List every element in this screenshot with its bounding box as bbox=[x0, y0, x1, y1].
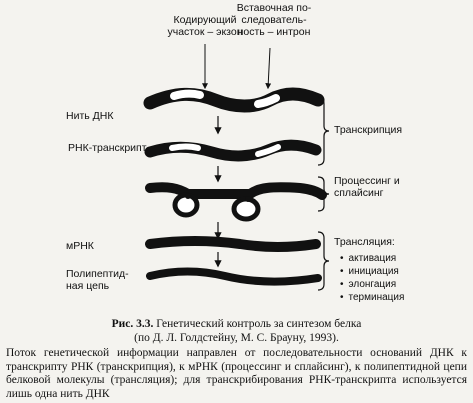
bracket-transcription bbox=[317, 96, 330, 166]
translation-steps-list: активация инициация элонгация терминация bbox=[340, 252, 405, 304]
mrna-shape bbox=[145, 236, 321, 252]
translation-step: активация bbox=[340, 252, 404, 265]
polypeptide-label: Полипептид- ная цепь bbox=[66, 268, 129, 292]
caption-source: (по Д. Л. Голдстейну, М. С. Брауну, 1993… bbox=[134, 331, 339, 344]
annotation-pointers bbox=[202, 44, 272, 90]
figure-number: Рис. 3.3. bbox=[111, 318, 154, 330]
translation-step: инициация bbox=[340, 265, 404, 278]
insert-sequence-label: Вставочная по- следователь- ность – интр… bbox=[236, 2, 312, 38]
dna-strand-label: Нить ДНК bbox=[66, 110, 114, 122]
gene-expression-diagram bbox=[143, 44, 330, 291]
stage-brackets bbox=[317, 96, 330, 291]
bracket-translation bbox=[317, 231, 330, 291]
polypeptide-shape bbox=[146, 267, 322, 286]
caption-title-text: Генетический контроль за синтезом белка bbox=[156, 318, 362, 330]
figure-caption: Рис. 3.3. Генетический контроль за синте… bbox=[0, 318, 473, 401]
translation-step: элонгация bbox=[340, 278, 404, 291]
caption-title: Рис. 3.3. Генетический контроль за синте… bbox=[0, 318, 473, 332]
splicing-shape bbox=[145, 182, 327, 222]
stage-processing-label: Процессинг и сплайсинг bbox=[334, 175, 400, 199]
mrna-label: мРНК bbox=[66, 240, 94, 252]
translation-step: терминация bbox=[340, 291, 405, 304]
rna-transcript-shape bbox=[144, 139, 322, 162]
rna-transcript-label: РНК-транскрипт bbox=[68, 142, 147, 154]
bracket-processing bbox=[317, 176, 330, 212]
caption-body: Поток генетической информации направлен … bbox=[6, 347, 467, 400]
stage-translation-label: Трансляция: bbox=[334, 236, 395, 248]
dna-strand-shape bbox=[143, 87, 325, 113]
stage-transcription-label: Транскрипция bbox=[334, 124, 403, 136]
coding-region-label: Кодирующий участок – экзон bbox=[167, 14, 243, 38]
